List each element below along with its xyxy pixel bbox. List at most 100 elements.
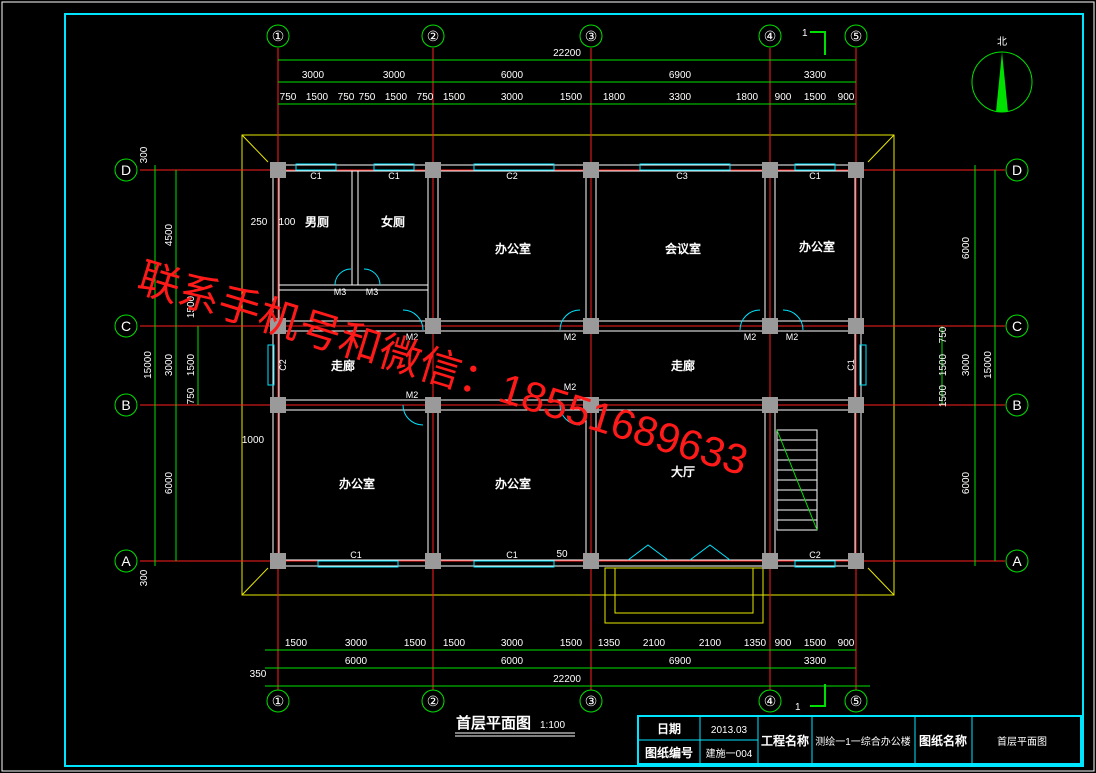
bottom-dim2-2: 6900 (669, 656, 692, 667)
top-dim2-2: 750 (338, 92, 355, 103)
axis-left-0: D (121, 162, 131, 178)
room-label-5: 走廊 (331, 358, 355, 373)
bottom-dim1-1: 3000 (345, 638, 368, 649)
side-small-dim-0: 300 (139, 146, 150, 163)
axis-bottom-5-circle (844, 689, 868, 713)
tb-project-value: 测绘一1一综合办公楼 (815, 735, 911, 748)
bottom-dim1-11: 1500 (804, 638, 827, 649)
top-dim1-4: 3300 (804, 70, 827, 81)
axis-top-1: ① (272, 28, 285, 44)
section-mark-bottom: 1 (795, 684, 826, 713)
top-dim1-3: 6900 (669, 70, 692, 81)
windows (267, 163, 867, 568)
top-dim1-2: 6000 (501, 70, 524, 81)
bottom-dim1-5: 1500 (560, 638, 583, 649)
top-dim2-8: 1500 (560, 92, 583, 103)
section-mark-bottom-label: 1 (795, 702, 801, 713)
tb-date-value: 2013.03 (711, 725, 748, 736)
side-small-dim-10: 1000 (242, 435, 265, 446)
axis-top-3-circle (579, 24, 603, 48)
axis-right-3: A (1012, 553, 1022, 569)
axis-top-1-circle (266, 24, 290, 48)
axis-top-4: ④ (764, 28, 777, 44)
axis-left-1: C (121, 318, 131, 334)
bottom-dim2-1: 6000 (501, 656, 524, 667)
side-small-dim-11: 250 (251, 217, 268, 228)
drawing-scale: 1:100 (540, 720, 565, 731)
window-label-5: C1 (350, 550, 362, 560)
tb-drawing-name-label: 图纸名称 (919, 733, 967, 748)
top-dim2-7: 3000 (501, 92, 524, 103)
axis-bottom-2-circle (421, 689, 445, 713)
top-dim2-13: 1500 (804, 92, 827, 103)
axis-right-1-circle (1005, 314, 1029, 338)
top-dims-row1: 3000 3000 6000 6900 3300 (302, 70, 827, 81)
axis-bubbles-left: D C B A (114, 158, 138, 573)
top-dim2-1: 1500 (306, 92, 329, 103)
axis-right-0: D (1012, 162, 1022, 178)
room-label-0: 男厕 (305, 214, 329, 229)
drawing-title: 首层平面图 (456, 714, 531, 732)
room-label-9: 大厅 (671, 464, 695, 479)
axis-bubbles-top: ① ② ③ ④ ⑤ (266, 24, 868, 48)
side-dim-bottom-right: 6000 (961, 471, 972, 494)
tb-drawing-name-value: 首层平面图 (997, 735, 1047, 748)
top-dim2-4: 1500 (385, 92, 408, 103)
bottom-dim1-12: 900 (838, 638, 855, 649)
walls (272, 164, 862, 567)
total-width-top: 22200 (553, 48, 581, 59)
watermark: 联系手机号和微信：18551689633 (132, 254, 753, 485)
axis-top-5: ⑤ (850, 28, 863, 44)
dimension-lines (154, 59, 996, 687)
axis-grid-lines (140, 48, 1005, 690)
axis-bottom-3: ③ (585, 693, 598, 709)
drawing-frame (64, 13, 1084, 767)
door-label-4: M2 (564, 332, 577, 342)
axis-left-2: B (121, 397, 130, 413)
room-labels: 男厕女厕办公室会议室办公室走廊走廊办公室办公室大厅 (305, 214, 835, 491)
top-dim1-1: 3000 (383, 70, 406, 81)
top-dim2-11: 1800 (736, 92, 759, 103)
tb-date-label: 日期 (657, 721, 681, 736)
stair (776, 429, 818, 531)
axis-top-5-circle (844, 24, 868, 48)
tb-project-label: 工程名称 (761, 733, 809, 748)
north-label: 北 (997, 36, 1007, 48)
door-label-2: M2 (406, 332, 419, 342)
axis-right-0-circle (1005, 158, 1029, 182)
window-label-2: C2 (506, 171, 518, 181)
axis-bottom-4-circle (758, 689, 782, 713)
top-dim1-0: 3000 (302, 70, 325, 81)
axis-bottom-2: ② (427, 693, 440, 709)
axis-bottom-1: ① (272, 693, 285, 709)
side-small-dim-1: 1500 (186, 295, 197, 318)
side-small-dim-8: 300 (139, 569, 150, 586)
axis-left-3-circle (114, 549, 138, 573)
room-label-6: 走廊 (671, 358, 695, 373)
axis-top-2: ② (427, 28, 440, 44)
axis-bottom-3-circle (579, 689, 603, 713)
side-small-dim-9: 350 (250, 669, 267, 680)
window-label-0: C1 (310, 171, 322, 181)
axis-left-1-circle (114, 314, 138, 338)
window-label-3: C3 (676, 171, 688, 181)
room-label-2: 办公室 (495, 241, 531, 256)
door-label-7: M2 (786, 332, 799, 342)
axis-top-2-circle (421, 24, 445, 48)
north-arrow: 北 (971, 36, 1033, 113)
axis-left-3: A (121, 553, 131, 569)
bottom-dim1-7: 2100 (643, 638, 666, 649)
bottom-dim1-2: 1500 (404, 638, 427, 649)
axis-right-1: C (1012, 318, 1022, 334)
top-dim2-5: 750 (417, 92, 434, 103)
axis-top-3: ③ (585, 28, 598, 44)
axis-top-4-circle (758, 24, 782, 48)
side-small-dim-3: 750 (186, 387, 197, 404)
side-small-dim-5: 1500 (938, 353, 949, 376)
window-label-8: C2 (278, 359, 288, 371)
door-label-0: M3 (334, 287, 347, 297)
window-label-1: C1 (388, 171, 400, 181)
